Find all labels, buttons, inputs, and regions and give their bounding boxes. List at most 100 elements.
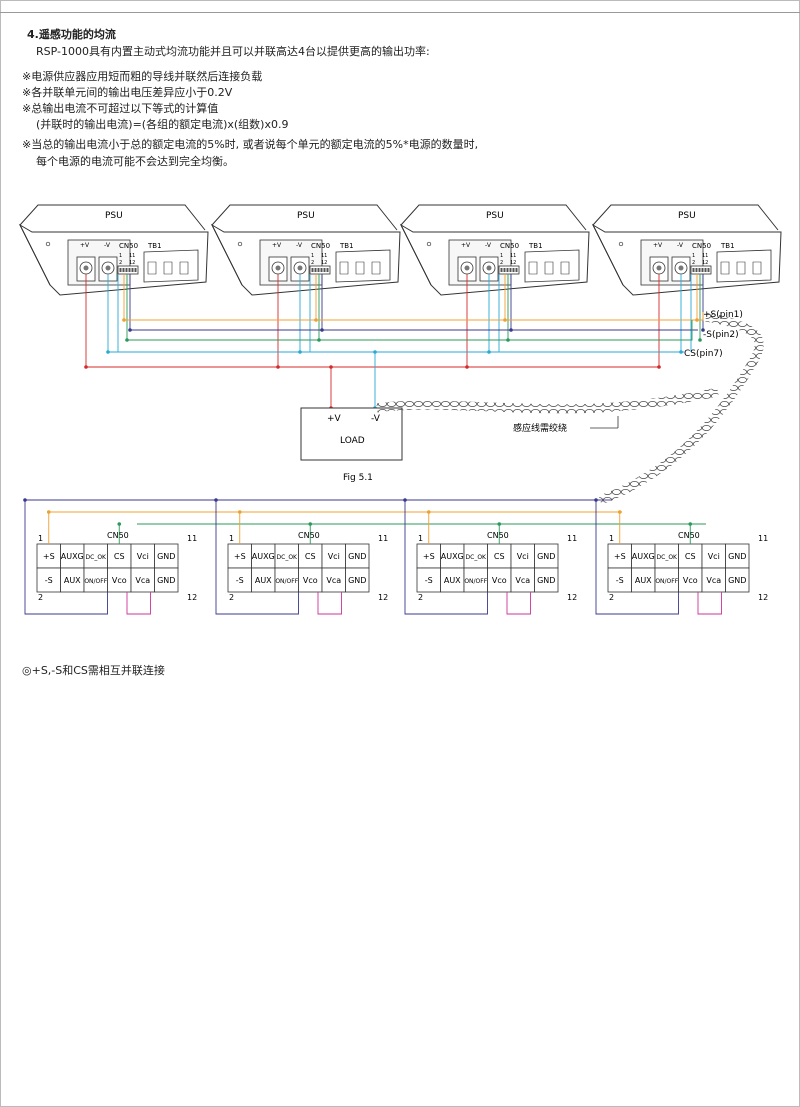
junction-dot xyxy=(84,365,88,369)
connector-pin-11: 11 xyxy=(187,534,197,543)
twist-note: 感应线需绞绕 xyxy=(513,422,567,434)
connector-bottom-pin-label: ON/OFF xyxy=(84,578,107,585)
connector-bottom-pin-label: AUX xyxy=(64,576,81,585)
connector-pin-2: 2 xyxy=(38,593,43,602)
connector-bottom-pin-label: GND xyxy=(537,576,555,585)
junction-dot xyxy=(106,350,110,354)
connector-top-pin-label: Vci xyxy=(708,552,720,561)
connector-top-pin-label: CS xyxy=(305,552,316,561)
psu-pin-label: 2 xyxy=(119,260,122,266)
intro-text: RSP-1000具有内置主动式均流功能并且可以并联高达4台以提供更高的输出功率: xyxy=(36,45,430,58)
psu-pin-label: 1 xyxy=(500,253,503,259)
psu-side xyxy=(211,224,243,286)
connector-top-pin-label: GND xyxy=(348,552,366,561)
psu-cn50-pin xyxy=(317,268,320,272)
psu-tb1-slot xyxy=(179,261,189,275)
connector-vco-vca-loop xyxy=(126,592,151,615)
connector-bottom-pin-label: -S xyxy=(425,576,433,585)
psu-label: PSU xyxy=(678,211,696,221)
junction-dot xyxy=(695,318,699,322)
psu-led-icon xyxy=(237,241,243,247)
psu-cn50-pin xyxy=(320,268,323,272)
connector-bottom-pin-label: Vca xyxy=(135,576,150,585)
junction-dot xyxy=(506,338,510,342)
psu-pin-label: 1 xyxy=(119,253,122,259)
connector-title: CN50 xyxy=(298,531,320,540)
load-box xyxy=(300,407,403,461)
junction-dot xyxy=(465,365,469,369)
connector-top-pin-label: AUXG xyxy=(61,552,84,561)
psu-minus-v-label: -V xyxy=(677,242,684,249)
psu-tb1-label: TB1 xyxy=(339,242,354,250)
psu-pin-label: 12 xyxy=(702,260,708,266)
psu-pin-label: 12 xyxy=(129,260,135,266)
psu-cn50-pin xyxy=(500,268,503,272)
connector-bottom-pin-label: Vco xyxy=(112,576,127,585)
psu-cn50-pin xyxy=(128,268,131,272)
connector-cell xyxy=(534,567,559,593)
psu-pin-label: 1 xyxy=(311,253,314,259)
psu-tb1-slot xyxy=(163,261,173,275)
psu-cn50-pin xyxy=(323,268,326,272)
twisted-sense-wires: 感应线需绞绕 xyxy=(376,312,764,505)
note-2: ※各并联单元间的输出电压差异应小于0.2V xyxy=(22,86,233,99)
connector-bottom-pin-label: Vco xyxy=(683,576,698,585)
psu-label: PSU xyxy=(486,211,504,221)
connector-pin-12: 12 xyxy=(187,593,197,602)
top-rule xyxy=(0,12,800,13)
connector-minus-s-wire xyxy=(595,500,679,615)
junction-dot xyxy=(329,365,333,369)
psu-tb1-label: TB1 xyxy=(147,242,162,250)
connector-top-pin-label: CS xyxy=(494,552,505,561)
psu-cn50-pin xyxy=(125,268,128,272)
connector-bottom-pin-label: AUX xyxy=(635,576,652,585)
junction-dot xyxy=(679,350,683,354)
connector-minus-s-wire xyxy=(24,500,108,615)
psu-cn50-pin xyxy=(506,268,509,272)
junction-dot xyxy=(373,350,377,354)
connector-pin-12: 12 xyxy=(378,593,388,602)
connector-pin-1: 1 xyxy=(229,534,234,543)
note-1: ※电源供应器应用短而粗的导线并联然后连接负载 xyxy=(22,70,263,83)
junction-dot xyxy=(122,318,126,322)
junction-dot xyxy=(698,338,702,342)
psu-side xyxy=(19,224,51,286)
psu-cn50-socket xyxy=(690,265,712,275)
plus-s-bus xyxy=(124,312,704,321)
connector-vco-vca-loop xyxy=(317,592,342,615)
psu-led-icon xyxy=(618,241,624,247)
psu-pin-label: 2 xyxy=(311,260,314,266)
connector-bottom-pin-label: Vca xyxy=(326,576,341,585)
terminal-screw-center xyxy=(105,265,111,271)
psu-led-icon xyxy=(45,241,51,247)
psu-label: PSU xyxy=(105,211,123,221)
psu-side xyxy=(592,224,624,286)
psu-cn50-pin xyxy=(707,268,710,272)
signal-plus-s-label: +S(pin1) xyxy=(703,310,743,320)
psu-plus-v-label: +V xyxy=(653,242,663,249)
connector-bottom-pin-label: AUX xyxy=(444,576,461,585)
psu-tb1-slot xyxy=(720,261,730,275)
connector-title: CN50 xyxy=(678,531,700,540)
twisted-pair-main xyxy=(598,312,764,505)
signal-minus-s-label: -S(pin2) xyxy=(703,330,739,340)
load-block: +V -V LOAD xyxy=(300,407,403,461)
psu-label: PSU xyxy=(297,211,315,221)
junction-dot xyxy=(125,338,129,342)
load-minus-v-label: -V xyxy=(371,414,381,424)
psu-pin-label: 11 xyxy=(321,253,327,259)
psu-tb1-label: TB1 xyxy=(720,242,735,250)
connector-pin-2: 2 xyxy=(229,593,234,602)
connector-bottom-pin-label: ON/OFF xyxy=(655,578,678,585)
connector-bottom-pin-label: Vca xyxy=(706,576,721,585)
psu-plus-v-label: +V xyxy=(272,242,282,249)
junction-dot xyxy=(276,365,280,369)
psu-pin-label: 2 xyxy=(692,260,695,266)
psu-pin-label: 2 xyxy=(500,260,503,266)
psu-led-icon xyxy=(426,241,432,247)
connector-top-pin-label: Vci xyxy=(517,552,529,561)
